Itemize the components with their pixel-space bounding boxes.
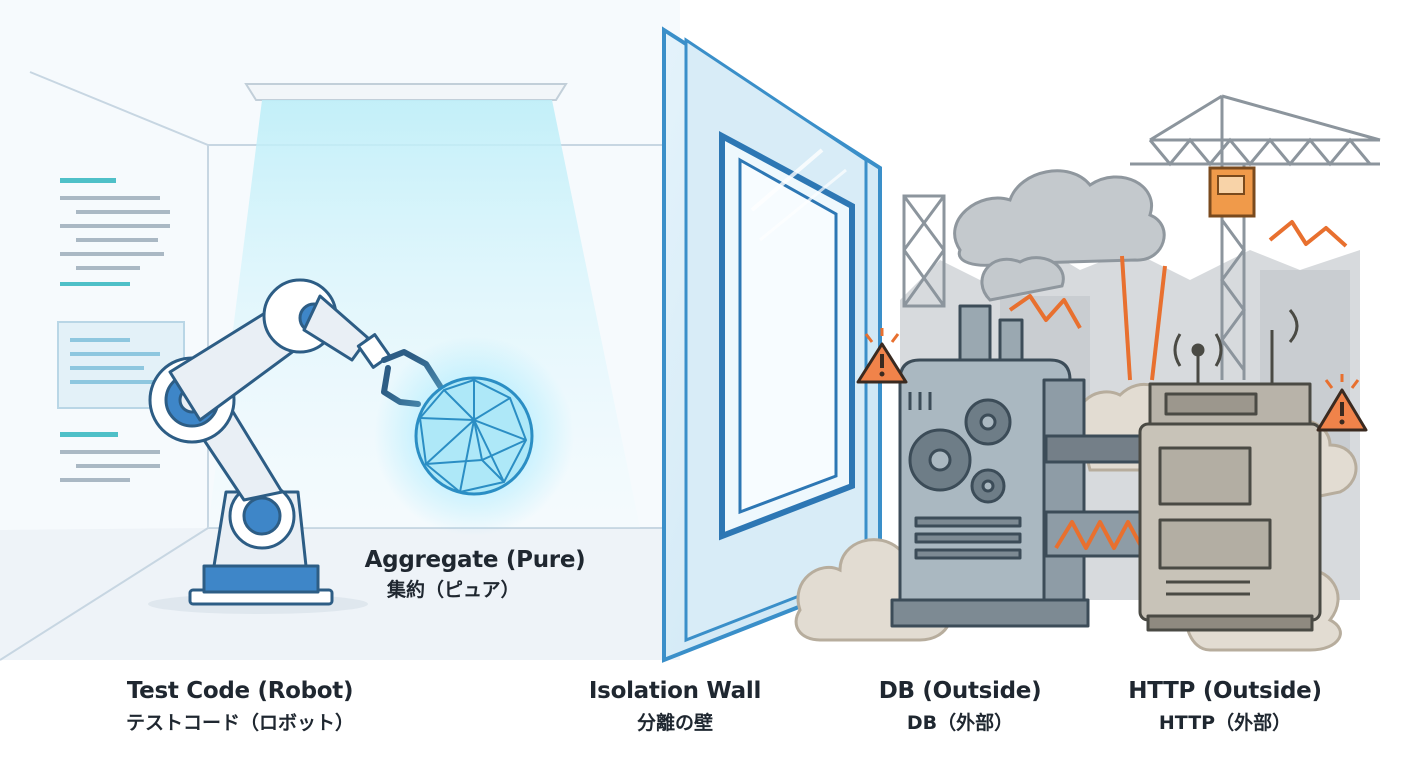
label-http: HTTP (Outside) HTTP（外部） — [1110, 678, 1340, 735]
test-code-label-ja: テストコード（ロボット） — [90, 708, 390, 735]
label-isolation-wall: Isolation Wall 分離の壁 — [560, 678, 790, 735]
test-code-label-en: Test Code (Robot) — [90, 678, 390, 704]
db-label-en: DB (Outside) — [860, 678, 1060, 704]
label-db: DB (Outside) DB（外部） — [860, 678, 1060, 735]
aggregate-label-en: Aggregate (Pure) — [340, 547, 610, 573]
aggregate-label-ja: 集約（ピュア） — [340, 575, 610, 602]
http-label-en: HTTP (Outside) — [1110, 678, 1340, 704]
isolation-wall-label-en: Isolation Wall — [560, 678, 790, 704]
label-test-code: Test Code (Robot) テストコード（ロボット） — [90, 678, 390, 735]
db-label-ja: DB（外部） — [860, 708, 1060, 735]
crystal-sphere-icon — [374, 336, 574, 536]
label-aggregate: Aggregate (Pure) 集約（ピュア） — [340, 547, 610, 602]
http-label-ja: HTTP（外部） — [1110, 708, 1340, 735]
isolation-wall-label-ja: 分離の壁 — [560, 708, 790, 735]
